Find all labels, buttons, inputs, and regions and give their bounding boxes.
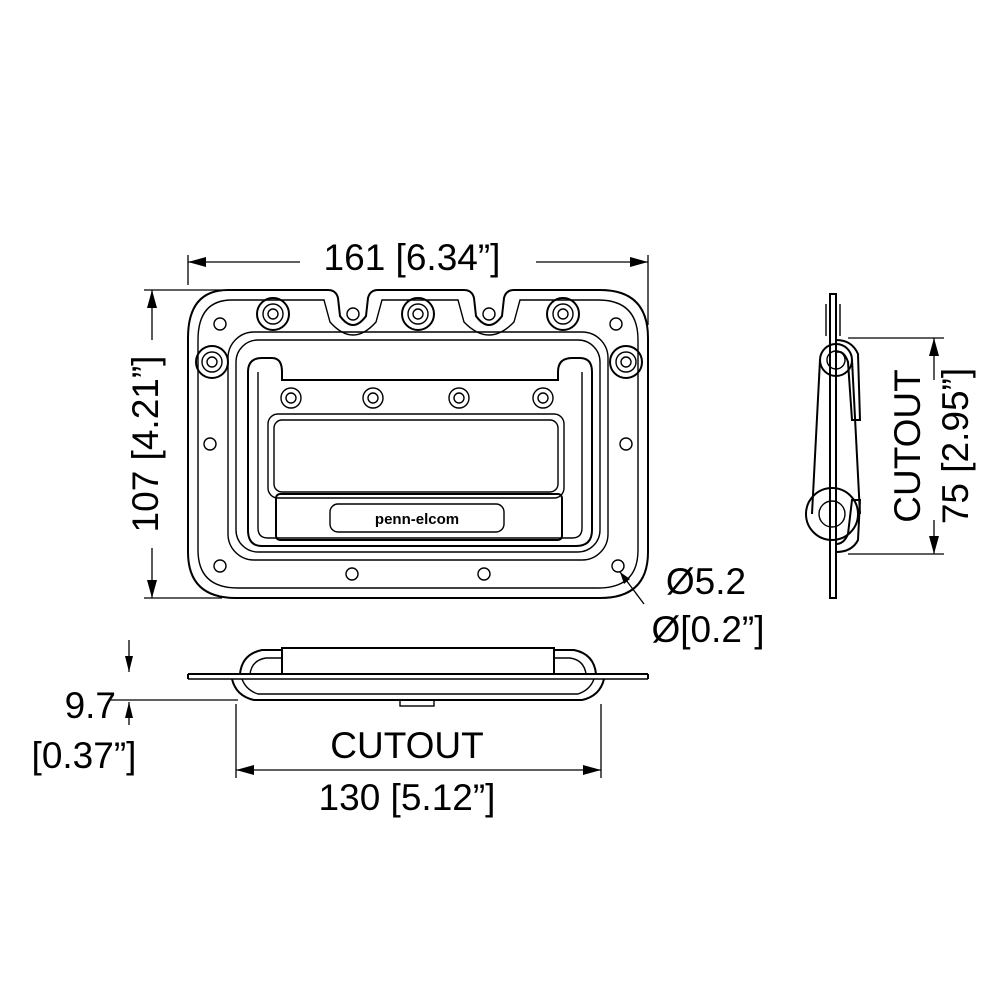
front-logo-tab	[399, 699, 435, 707]
width-dimension	[187, 255, 649, 325]
front-view	[187, 647, 649, 707]
cutout-width-dimension	[235, 704, 602, 778]
side-view	[805, 293, 862, 599]
hole-diameter-mm-label: Ø5.2	[666, 561, 746, 602]
depth-dimension	[110, 640, 238, 725]
height-label: 107 [4.21”]	[125, 356, 166, 533]
brand-logo: penn-elcom	[375, 511, 459, 528]
flange-outline	[187, 289, 649, 599]
rivets-small	[280, 387, 554, 409]
flange-inner-edge	[197, 299, 639, 589]
hole-diameter-in-label: Ø[0.2”]	[651, 609, 764, 650]
handle-bar-inner	[273, 419, 559, 493]
mounting-holes	[203, 307, 633, 581]
handle-grip	[247, 357, 593, 547]
depth-in-label: [0.37”]	[32, 735, 137, 776]
height-dimension	[144, 289, 222, 599]
hole-leader	[619, 571, 645, 605]
cutout-height-label: 75 [2.95”]	[935, 368, 976, 524]
width-label: 161 [6.34”]	[324, 237, 501, 278]
cutout-height-dimension	[848, 337, 944, 555]
front-handle-bar	[281, 647, 555, 675]
handle-label-plate	[275, 493, 563, 541]
logo-plate	[329, 503, 505, 533]
top-view: penn-elcom	[187, 289, 649, 599]
cutout-side-label: CUTOUT	[887, 369, 928, 522]
handle-bar	[267, 413, 565, 499]
cutout-width-label: 130 [5.12”]	[319, 777, 496, 818]
rivets-large	[195, 297, 643, 379]
cutout-front-label: CUTOUT	[330, 725, 483, 766]
handle-grip-inner	[257, 372, 583, 539]
pan-outer	[227, 331, 609, 561]
pan-inner	[235, 339, 601, 553]
depth-mm-label: 9.7	[65, 685, 116, 726]
